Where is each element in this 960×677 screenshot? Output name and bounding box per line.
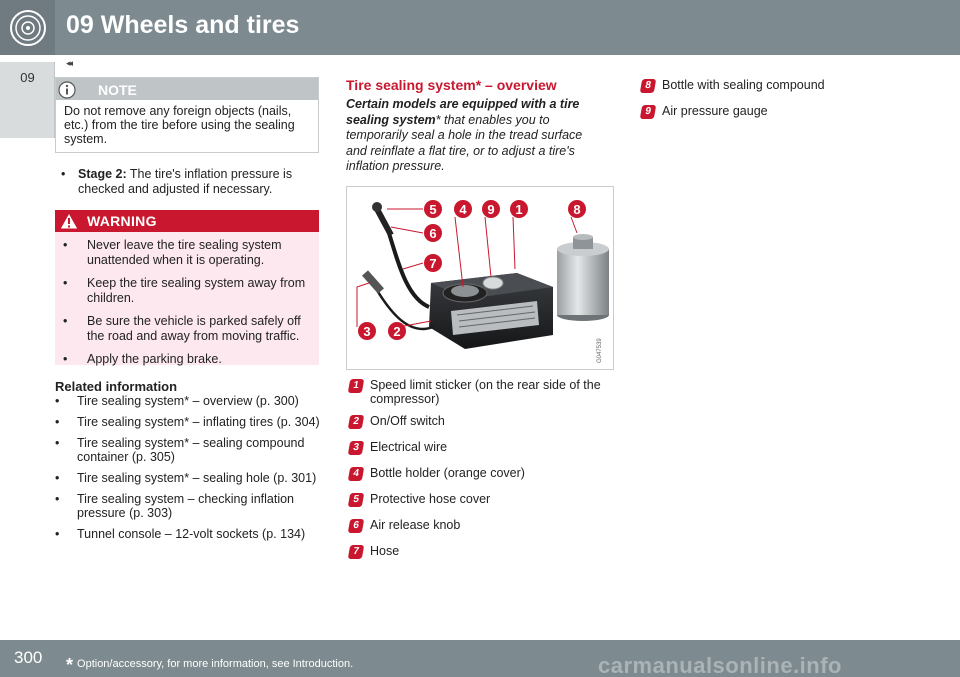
callout-8 [568, 200, 586, 218]
page-header [0, 0, 960, 55]
legend-number: 9 [639, 105, 657, 119]
page-title: 09 Wheels and tires [66, 11, 300, 39]
warning-triangle-icon [59, 211, 79, 230]
page-footer [0, 640, 960, 677]
tire-sealing-kit-illustration: 5 4 9 1 8 6 7 3 2 G047539 [346, 186, 614, 370]
callout-7 [424, 254, 442, 272]
chapter-tab[interactable]: 09 [0, 62, 55, 138]
note-body: Do not remove any foreign objects (nails… [64, 104, 295, 146]
legend-number: 5 [347, 493, 365, 507]
pressure-gauge [482, 276, 504, 290]
warning-list: •Never leave the tire sealing system una… [63, 238, 317, 375]
note-box: NOTE Do not remove any foreign objects (… [55, 77, 319, 153]
note-header: NOTE [56, 78, 318, 100]
figure-code: G047539 [597, 338, 603, 363]
callout-5-label: 5 [429, 202, 436, 217]
footnote: *Option/accessory, for more information,… [66, 655, 354, 675]
callout-2-label: 2 [393, 324, 400, 339]
legend-number: 3 [347, 441, 365, 455]
watermark: carmanualsonline.info [598, 653, 842, 677]
legend-number: 2 [347, 415, 365, 429]
callout-6 [424, 224, 442, 242]
legend-number: 8 [639, 79, 657, 93]
related-link[interactable]: •Tire sealing system* – overview (p. 300… [55, 394, 299, 408]
continued-marker: ◂◂ [66, 58, 73, 68]
wheel-icon [0, 0, 55, 55]
callout-7-label: 7 [429, 256, 436, 271]
callout-9 [482, 200, 500, 218]
callout-4-label: 4 [459, 202, 467, 217]
legend-number: 7 [347, 545, 365, 559]
sealant-bottle [557, 249, 609, 315]
related-link[interactable]: •Tire sealing system – checking inflatio… [55, 492, 294, 520]
related-link[interactable]: •Tire sealing system* – inflating tires … [55, 415, 320, 429]
chapter-tab-label: 09 [20, 70, 35, 85]
warning-item: •Apply the parking brake. [63, 352, 222, 366]
legend-number: 4 [347, 467, 365, 481]
callout-4 [454, 200, 472, 218]
intro-rest: * that enables you to temporarily seal a… [346, 112, 583, 174]
warning-header: WARNING [55, 210, 319, 232]
related-link[interactable]: •Tire sealing system* – sealing compound… [55, 436, 305, 464]
callout-1 [510, 200, 528, 218]
warning-item: •Keep the tire sealing system away from … [63, 276, 306, 305]
legend-number: 1 [347, 379, 365, 393]
bullet: • [61, 167, 66, 181]
callout-5 [424, 200, 442, 218]
legend-number: 6 [347, 519, 365, 533]
section-intro: Certain models are equipped with a tire … [346, 97, 606, 175]
intro-bold: Certain models are equipped with a tire … [346, 97, 580, 127]
warning-item: •Never leave the tire sealing system una… [63, 238, 282, 267]
related-info-heading: Related information [55, 379, 178, 394]
footnote-asterisk: * [66, 655, 74, 675]
related-link[interactable]: •Tunnel console – 12-volt sockets (p. 13… [55, 527, 306, 541]
warning-box: WARNING •Never leave the tire sealing sy… [55, 210, 319, 366]
stage-text: The tire's inflation pressure is checked… [78, 167, 293, 196]
warning-item: •Be sure the vehicle is parked safely of… [63, 314, 301, 343]
info-icon [58, 81, 76, 99]
callout-2 [388, 322, 406, 340]
related-info-list: •Tire sealing system* – overview (p. 300… [55, 394, 320, 548]
related-link[interactable]: •Tire sealing system* – sealing hole (p.… [55, 471, 317, 485]
electrical-wire [373, 286, 434, 331]
callout-9-label: 9 [487, 202, 494, 217]
note-title: NOTE [98, 82, 137, 98]
callout-1-label: 1 [515, 202, 522, 217]
warning-title: WARNING [87, 213, 157, 229]
callout-3 [358, 322, 376, 340]
instruction-sticker [451, 301, 539, 335]
stage-label: Stage 2: [78, 167, 127, 181]
page-number: 300 [14, 648, 43, 667]
section-title: Tire sealing system* – overview [346, 77, 557, 93]
callout-8-label: 8 [573, 202, 580, 217]
stage-2-item: • Stage 2: The tire's inflation pressure… [61, 167, 321, 197]
callout-6-label: 6 [429, 226, 436, 241]
hose [385, 226, 430, 309]
callout-3-label: 3 [363, 324, 370, 339]
